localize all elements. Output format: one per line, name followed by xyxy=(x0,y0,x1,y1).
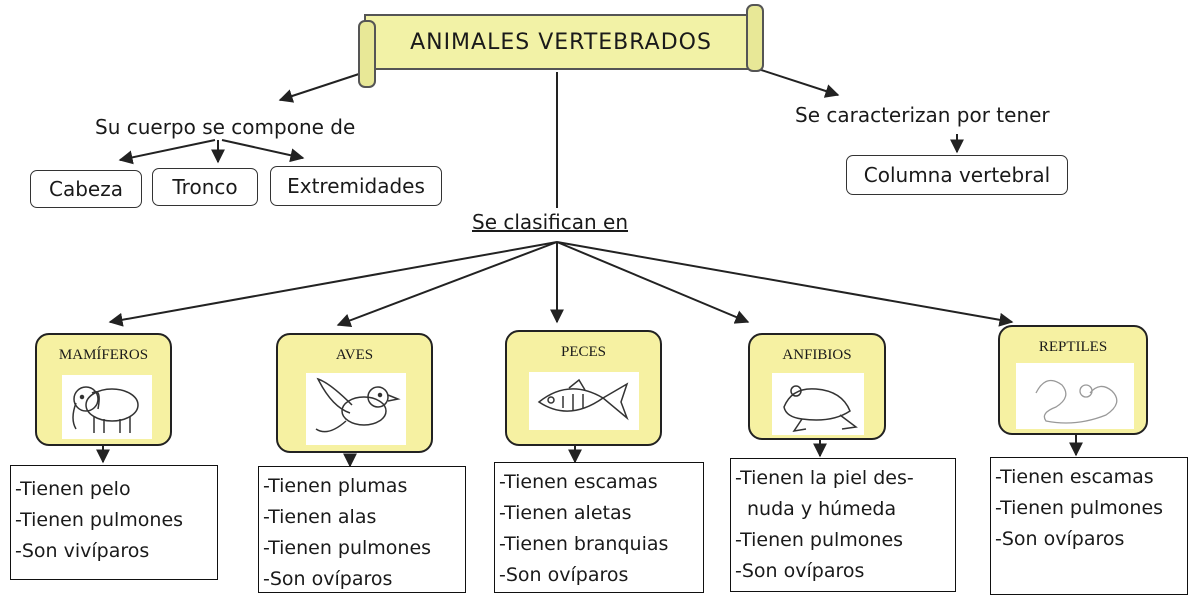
characteristic-value: Columna vertebral xyxy=(846,155,1068,195)
arrow-title-to-body xyxy=(278,71,366,103)
fish-icon xyxy=(529,372,639,430)
category-reptiles: REPTILES xyxy=(998,325,1148,435)
trait: -Tienen escamas xyxy=(499,471,658,493)
part-extremidades: Extremidades xyxy=(270,166,442,206)
category-name: MAMÍFEROS xyxy=(58,347,149,363)
trait: -Tienen aletas xyxy=(499,502,632,524)
body-label: Su cuerpo se compone de xyxy=(95,115,356,139)
arrow-body-to-extremidades xyxy=(221,139,305,163)
category-aves: AVES xyxy=(276,333,433,453)
traits-anfibios: -Tienen la piel des- nuda y húmeda -Tien… xyxy=(730,458,956,592)
arrow-body-to-cabeza xyxy=(118,139,216,165)
category-name: ANFIBIOS xyxy=(782,347,852,363)
classification-label: Se clasifican en xyxy=(472,210,629,234)
part-tronco: Tronco xyxy=(152,168,258,206)
trait: -Tienen branquias xyxy=(499,533,669,555)
trait: -Tienen alas xyxy=(263,506,377,528)
traits-mamiferos: -Tienen pelo -Tienen pulmones -Son vivíp… xyxy=(10,465,218,580)
trait: -Son ovíparos xyxy=(499,564,629,586)
trait: -Tienen escamas xyxy=(995,466,1154,488)
trait: -Tienen pulmones xyxy=(995,497,1164,519)
category-name: PECES xyxy=(560,344,606,360)
arrow-class-to-anfibios xyxy=(556,241,750,324)
trait: -Son ovíparos xyxy=(263,568,393,590)
trait: -Tienen plumas xyxy=(263,475,408,497)
traits-reptiles: -Tienen escamas -Tienen pulmones -Son ov… xyxy=(990,457,1188,595)
trait: -Son vivíparos xyxy=(15,540,150,562)
trait: -Tienen pulmones xyxy=(263,537,432,559)
arrow-class-to-mamiferos xyxy=(108,241,558,327)
trait: -Tienen pulmones xyxy=(15,509,184,531)
trait: -Son ovíparos xyxy=(995,528,1125,550)
trait: -Son ovíparos xyxy=(735,560,865,582)
characteristic-label: Se caracterizan por tener xyxy=(795,103,1050,127)
title-banner: ANIMALES VERTEBRADOS xyxy=(358,4,764,88)
traits-aves: -Tienen plumas -Tienen alas -Tienen pulm… xyxy=(258,466,466,593)
frog-icon xyxy=(772,373,864,435)
arrow-class-to-reptiles xyxy=(556,241,1014,327)
category-name: REPTILES xyxy=(1038,339,1108,355)
traits-peces: -Tienen escamas -Tienen aletas -Tienen b… xyxy=(494,462,704,593)
snake-icon xyxy=(1016,363,1134,429)
category-name: AVES xyxy=(335,347,374,363)
elephant-icon xyxy=(62,375,152,439)
trait: nuda y húmeda xyxy=(747,498,897,520)
category-peces: PECES xyxy=(505,330,662,446)
arrow-title-to-characteristic xyxy=(751,66,840,98)
part-cabeza: Cabeza xyxy=(30,170,142,208)
title-text: ANIMALES VERTEBRADOS xyxy=(410,29,712,55)
category-mamiferos: MAMÍFEROS xyxy=(35,333,172,446)
arrow-class-to-aves xyxy=(336,241,558,328)
bird-icon xyxy=(306,373,406,445)
trait: -Tienen la piel des- xyxy=(735,467,914,489)
category-anfibios: ANFIBIOS xyxy=(748,333,886,440)
trait: -Tienen pelo xyxy=(15,478,131,500)
trait: -Tienen pulmones xyxy=(735,529,904,551)
